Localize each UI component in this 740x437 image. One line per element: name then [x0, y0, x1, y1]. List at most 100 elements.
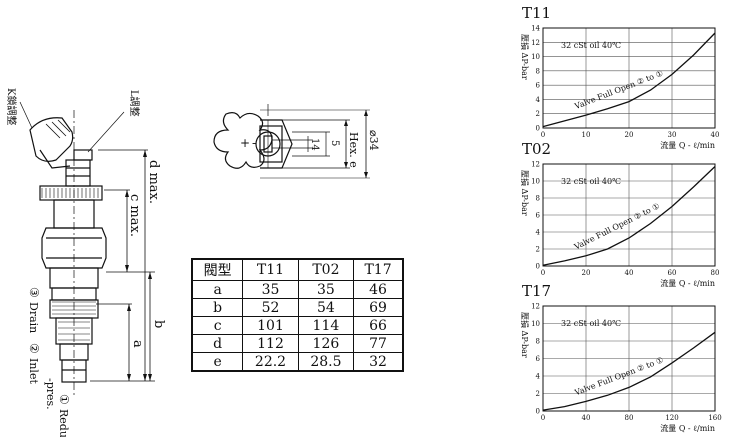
x-tick-label: 0	[541, 414, 545, 422]
x-axis-label: 流量 Q - ℓ/min	[660, 423, 715, 433]
chart-title-t02: T02	[522, 140, 552, 158]
table-row: b 52 54 69	[191, 298, 404, 317]
y-tick-label: 2	[536, 246, 540, 254]
x-tick-label: 120	[665, 414, 678, 422]
table-cell: 101	[242, 316, 299, 335]
table-cell: 35	[297, 280, 355, 299]
y-axis-label: 壓損 ΔP-bar	[520, 34, 530, 80]
x-axis-label: 流量 Q - ℓ/min	[660, 140, 715, 150]
chart-annotation: 32 cSt oil 40℃	[561, 319, 621, 328]
valve-drawing: K鎖調整 L調整 d max. c max. b a ③ Drain ② Inl…	[5, 88, 166, 437]
hex-core	[259, 125, 283, 163]
header-t02: T02	[297, 258, 355, 281]
header-t17: T17	[353, 258, 404, 281]
hex-body	[41, 227, 107, 269]
label-dim-a: a	[130, 340, 145, 348]
x-tick-label: 30	[668, 131, 677, 139]
x-tick-label: 0	[541, 269, 545, 277]
label-dim-d: d max.	[146, 160, 161, 204]
table-row: e 22.2 28.5 32	[191, 352, 404, 372]
port-3-label: Drain	[27, 302, 40, 333]
y-tick-label: 2	[536, 110, 540, 118]
x-tick-label: 10	[582, 131, 591, 139]
port-2-label: Inlet	[27, 358, 40, 384]
x-tick-label: 40	[711, 131, 720, 139]
x-tick-label: 40	[582, 414, 591, 422]
y-tick-label: 4	[536, 229, 541, 237]
table-cell: 126	[297, 334, 355, 353]
x-tick-label: 80	[625, 414, 634, 422]
x-tick-label: 160	[708, 414, 721, 422]
header-t11: T11	[242, 258, 299, 281]
y-tick-label: 12	[531, 39, 540, 47]
table-cell: a	[191, 280, 244, 299]
label-l-adjust: L調整	[128, 90, 141, 117]
label-dim-c: c max.	[127, 194, 142, 237]
y-axis-label: 壓損 ΔP-bar	[520, 170, 530, 216]
y-axis-label: 壓損 ΔP-bar	[520, 312, 530, 358]
x-tick-label: 60	[668, 269, 677, 277]
table-cell: 28.5	[297, 352, 355, 372]
hex-outline	[260, 119, 293, 169]
k-knob-knurl	[45, 119, 71, 139]
x-tick-label: 40	[625, 269, 634, 277]
table-cell: 112	[242, 334, 299, 353]
y-tick-label: 4	[536, 373, 541, 381]
plot-frame	[542, 27, 716, 129]
section-view: + - 14 5 Hex. e ⌀34	[213, 104, 380, 179]
table-cell: b	[191, 298, 244, 317]
chart-title-t17: T17	[522, 282, 552, 300]
chart-title-t11: T11	[522, 4, 552, 22]
table-cell: c	[191, 316, 244, 335]
label-k-adjust: K鎖調整	[5, 88, 18, 125]
chart-annotation: 32 cSt oil 40℃	[561, 177, 621, 186]
y-tick-label: 12	[531, 303, 540, 311]
table-cell: 69	[353, 298, 404, 317]
y-tick-label: 2	[536, 390, 540, 398]
y-tick-label: 10	[531, 53, 540, 61]
y-tick-label: 12	[531, 161, 540, 169]
table-cell: 66	[353, 316, 404, 335]
series-line	[542, 32, 716, 128]
table-cell: 54	[297, 298, 355, 317]
y-tick-label: 14	[531, 25, 540, 33]
table-row: c 101 114 66	[191, 316, 404, 335]
y-tick-label: 8	[536, 195, 540, 203]
table-cell: d	[191, 334, 244, 353]
chart-annotation: 32 cSt oil 40℃	[561, 41, 621, 50]
label-dia-34: ⌀34	[367, 130, 380, 151]
x-tick-label: 0	[541, 131, 545, 139]
label-dim-5: 5	[329, 140, 340, 146]
y-tick-label: 0	[536, 125, 540, 133]
table-cell: 114	[297, 316, 355, 335]
y-tick-label: 0	[536, 408, 540, 416]
y-tick-label: 6	[536, 355, 541, 363]
sign-minus: -	[252, 136, 256, 150]
header-valve-type: 閥型	[191, 258, 244, 281]
label-dim-b: b	[151, 320, 166, 328]
table-header-row: 閥型 T11 T02 T17	[191, 258, 404, 281]
valve-stem	[65, 159, 91, 187]
series-line	[542, 166, 716, 266]
table-row: a 35 35 46	[191, 280, 404, 299]
table-cell: 22.2	[242, 352, 299, 372]
table-cell: e	[191, 352, 244, 372]
plot-frame	[542, 305, 716, 412]
port-1-number: ①	[57, 394, 71, 405]
series-line	[542, 331, 716, 411]
dimension-table: 閥型 T11 T02 T17 a 35 35 46 b 52 54 69 c 1…	[191, 258, 404, 372]
port-2-number: ②	[27, 343, 41, 354]
y-tick-label: 4	[536, 96, 541, 104]
x-tick-label: 20	[625, 131, 634, 139]
y-tick-label: 10	[531, 178, 540, 186]
y-tick-label: 8	[536, 338, 540, 346]
y-tick-label: 10	[531, 320, 540, 328]
x-tick-label: 80	[711, 269, 720, 277]
y-tick-label: 0	[536, 263, 540, 271]
label-hex: Hex. e	[347, 132, 360, 168]
l-screw	[73, 149, 93, 161]
port-3-number: ③	[27, 287, 41, 298]
lock-nut	[39, 185, 103, 201]
